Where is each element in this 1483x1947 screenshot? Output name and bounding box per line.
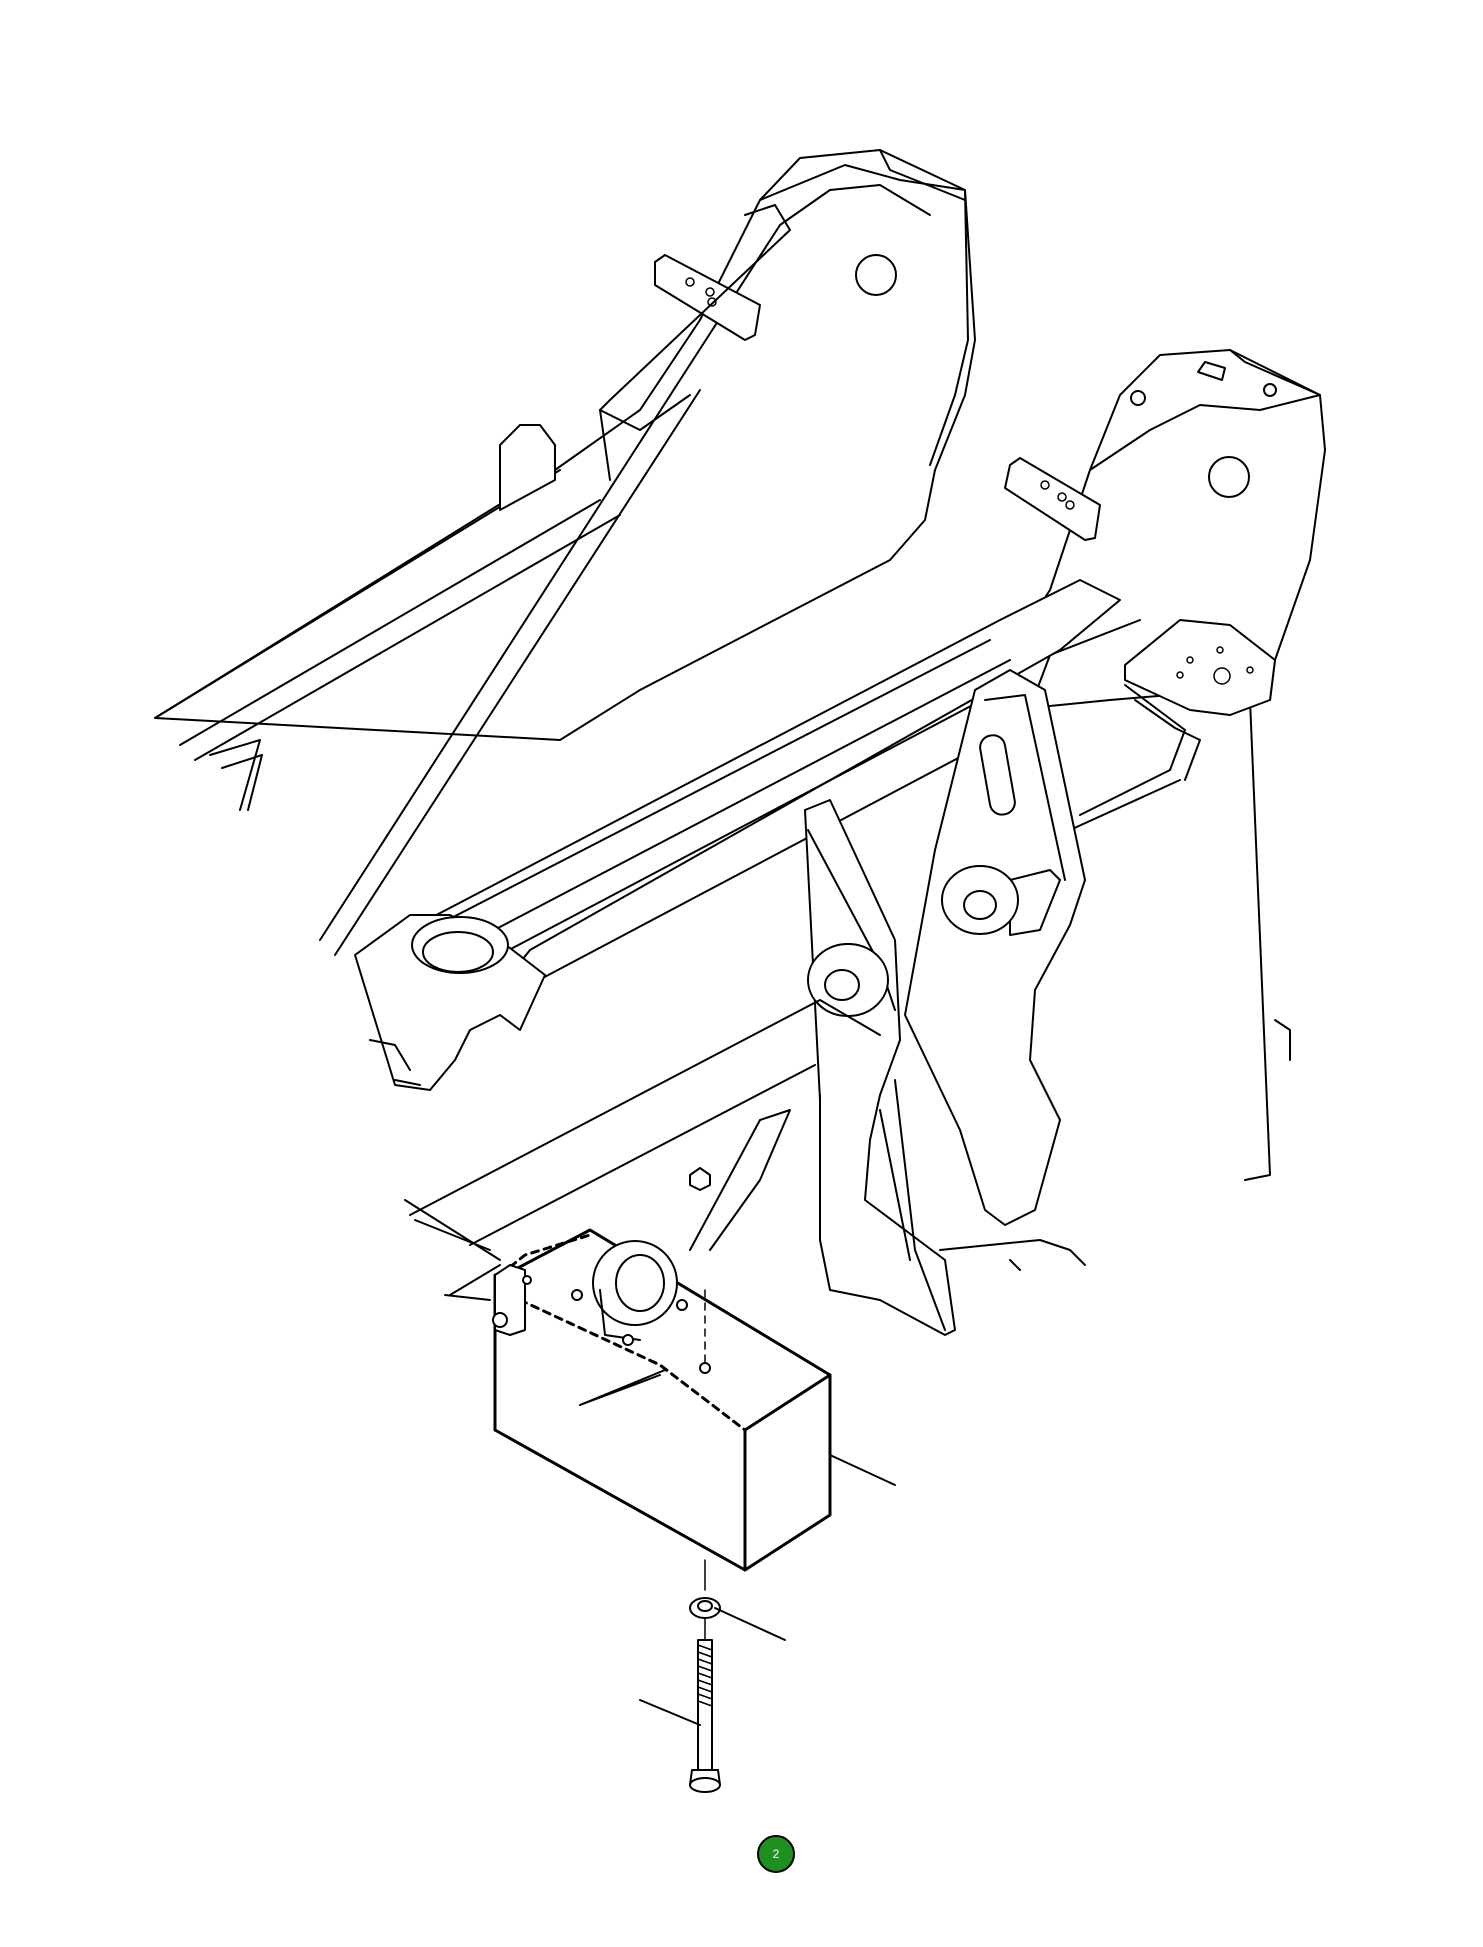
fastener-hardware bbox=[689, 1289, 721, 1793]
ballast-block bbox=[404, 1199, 832, 1572]
right-side-plate bbox=[904, 669, 1086, 1226]
lower-frame bbox=[409, 999, 1086, 1296]
cross-tube bbox=[354, 579, 1181, 1091]
leader-line-block-top bbox=[579, 1369, 666, 1406]
leader-line-washer bbox=[714, 1607, 786, 1641]
left-loader-arm bbox=[154, 149, 976, 956]
page-number-badge: 2 bbox=[757, 1835, 795, 1873]
leader-line-block-side bbox=[829, 1454, 896, 1486]
leader-lines bbox=[579, 1369, 896, 1726]
page-number-text: 2 bbox=[772, 1847, 780, 1861]
left-inner-plate bbox=[804, 799, 956, 1336]
hitch-plate bbox=[1079, 619, 1276, 816]
leader-line-bolt bbox=[639, 1699, 701, 1726]
